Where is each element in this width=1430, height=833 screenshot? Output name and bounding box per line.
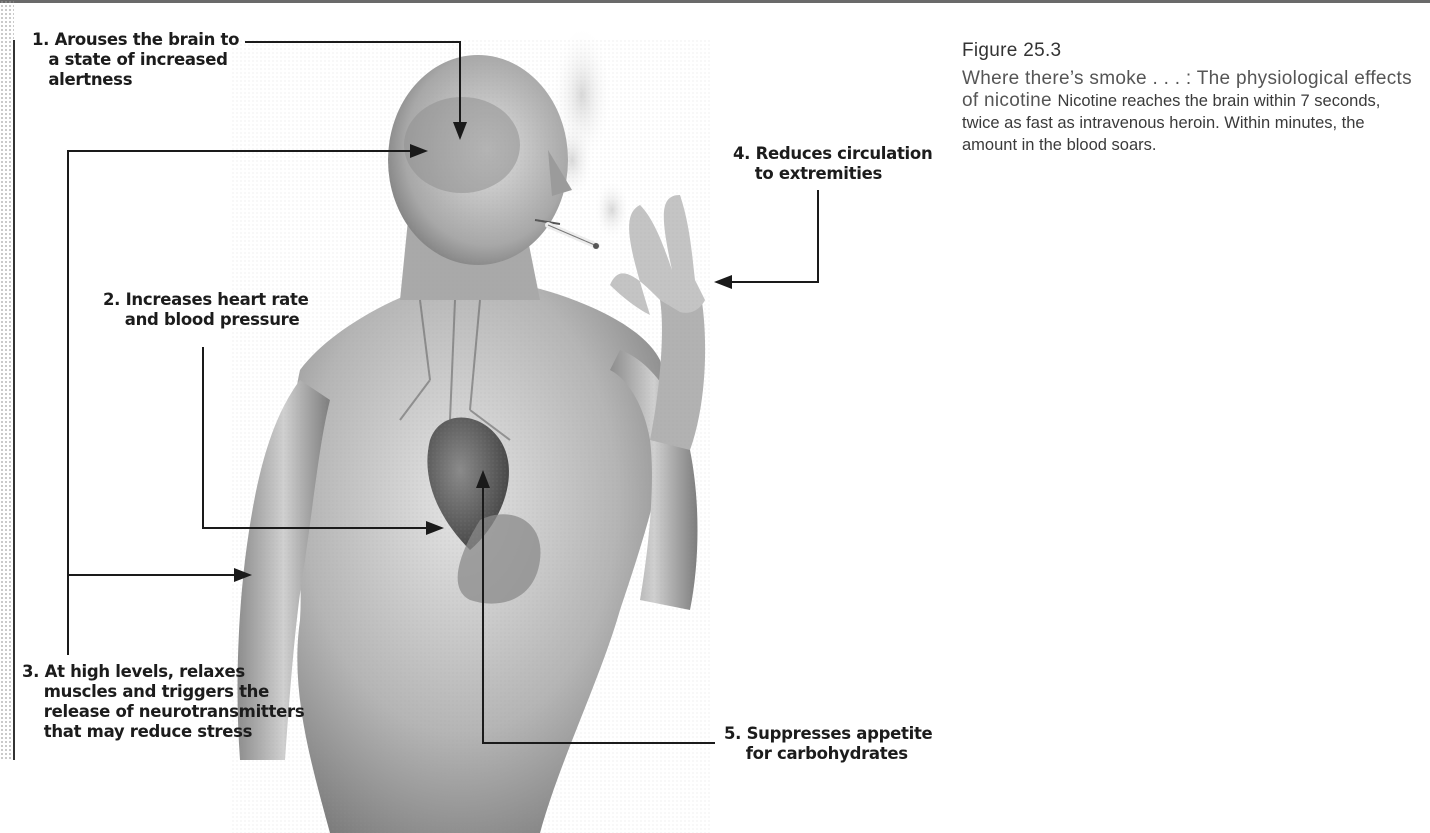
label-relaxes-muscles: 3. At high levels, relaxes muscles and t… xyxy=(22,662,304,742)
label-reduces-circulation: 4. Reduces circulation to extremities xyxy=(733,144,932,184)
label-suppresses-appetite: 5. Suppresses appetite for carbohydrates xyxy=(724,724,932,764)
label-heart-rate: 2. Increases heart rate and blood pressu… xyxy=(103,290,309,330)
leader-line-4 xyxy=(725,190,818,282)
arrowhead-4 xyxy=(714,275,732,289)
label-arouses-brain: 1. Arouses the brain to a state of incre… xyxy=(32,30,239,90)
figure-caption: Figure 25.3 Where there’s smoke . . . : … xyxy=(962,40,1422,156)
figure-number: Figure 25.3 xyxy=(962,40,1422,62)
